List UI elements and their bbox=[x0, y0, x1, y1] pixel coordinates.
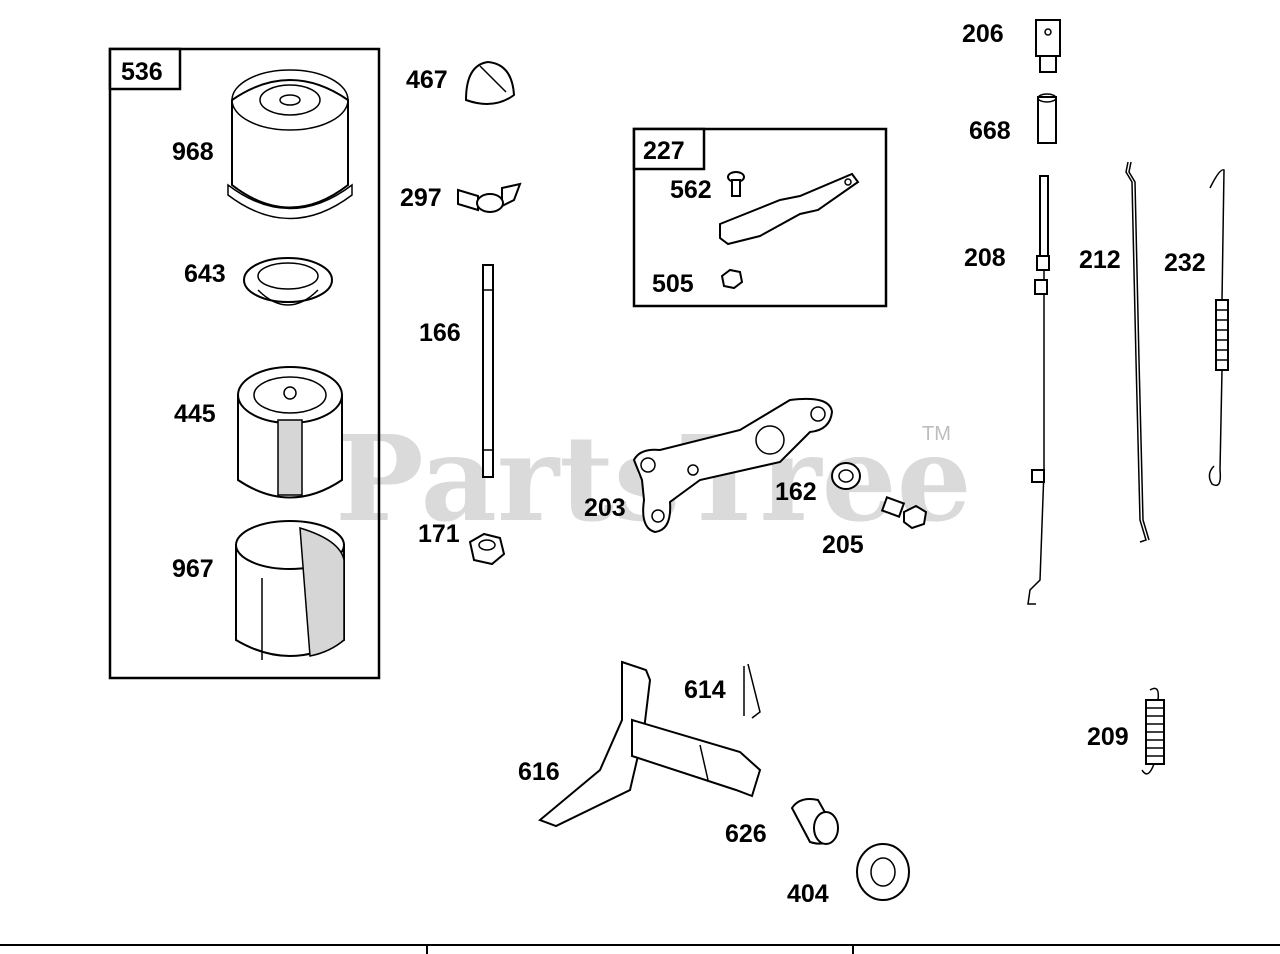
part-626-spacer[interactable] bbox=[790, 798, 839, 845]
watermark-trademark: TM bbox=[922, 423, 951, 445]
callout-968: 968 bbox=[172, 138, 214, 166]
part-297-wingnut[interactable] bbox=[457, 182, 522, 213]
part-205-screw[interactable] bbox=[880, 496, 928, 530]
callout-668: 668 bbox=[969, 117, 1011, 145]
group-box-536: 536 bbox=[108, 47, 381, 680]
part-445-filter[interactable] bbox=[237, 366, 343, 499]
callout-967: 967 bbox=[172, 555, 214, 583]
table-divider bbox=[852, 946, 854, 954]
callout-404: 404 bbox=[787, 880, 829, 908]
callout-614: 614 bbox=[684, 676, 726, 704]
group-label-227: 227 bbox=[643, 137, 685, 165]
part-404-washer[interactable] bbox=[856, 843, 910, 901]
part-614-hitch-pin[interactable] bbox=[743, 663, 761, 719]
part-171-nut[interactable] bbox=[468, 532, 506, 566]
part-562-screw[interactable] bbox=[727, 171, 745, 197]
callout-212: 212 bbox=[1079, 246, 1121, 274]
part-209-spring[interactable] bbox=[1141, 687, 1165, 775]
part-162-bushing[interactable] bbox=[831, 462, 861, 490]
part-616-lever[interactable] bbox=[538, 660, 762, 828]
part-505-nut[interactable] bbox=[720, 268, 744, 290]
part-206-swivel[interactable] bbox=[1035, 19, 1061, 73]
callout-643: 643 bbox=[184, 260, 226, 288]
group-label-536: 536 bbox=[121, 58, 163, 86]
part-232-spring-link[interactable] bbox=[1208, 169, 1229, 487]
callout-562: 562 bbox=[670, 176, 712, 204]
callout-626: 626 bbox=[725, 820, 767, 848]
part-208-rod[interactable] bbox=[1027, 175, 1050, 605]
callout-467: 467 bbox=[406, 66, 448, 94]
table-divider bbox=[426, 946, 428, 954]
group-box-227: 227 bbox=[632, 127, 888, 308]
callout-616: 616 bbox=[518, 758, 560, 786]
callout-162: 162 bbox=[775, 478, 817, 506]
part-968-cover[interactable] bbox=[227, 69, 353, 220]
bottom-table-edge bbox=[0, 944, 1280, 954]
callout-505: 505 bbox=[652, 270, 694, 298]
part-203-bracket[interactable] bbox=[632, 397, 834, 534]
callout-171: 171 bbox=[418, 520, 460, 548]
part-227-bracket[interactable] bbox=[719, 172, 860, 246]
callout-209: 209 bbox=[1087, 723, 1129, 751]
part-212-link[interactable] bbox=[1125, 161, 1150, 543]
callout-297: 297 bbox=[400, 184, 442, 212]
part-467-knob[interactable] bbox=[464, 60, 516, 105]
part-668-sleeve[interactable] bbox=[1037, 93, 1057, 144]
part-967-precleaner[interactable] bbox=[235, 520, 345, 660]
callout-445: 445 bbox=[174, 400, 216, 428]
callout-208: 208 bbox=[964, 244, 1006, 272]
callout-203: 203 bbox=[584, 494, 626, 522]
callout-232: 232 bbox=[1164, 249, 1206, 277]
callout-205: 205 bbox=[822, 531, 864, 559]
callout-166: 166 bbox=[419, 319, 461, 347]
part-643-seal[interactable] bbox=[243, 257, 333, 306]
callout-206: 206 bbox=[962, 20, 1004, 48]
part-166-stud[interactable] bbox=[482, 264, 494, 478]
